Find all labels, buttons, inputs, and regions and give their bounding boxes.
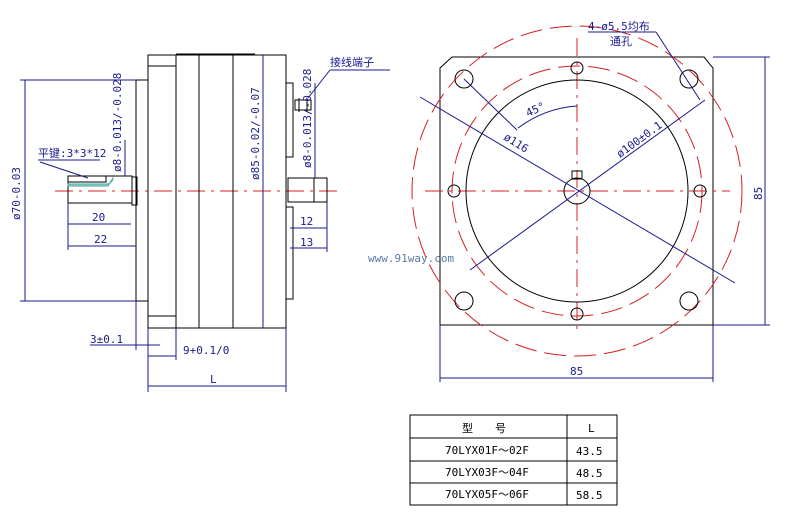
watermark: www.91way.com — [368, 252, 454, 265]
width-label: 85 — [570, 365, 583, 378]
mount-hole — [679, 69, 699, 89]
table-border — [409, 414, 618, 506]
diameter-line — [469, 99, 706, 271]
pilot-circle — [465, 79, 689, 303]
row-L: 58.5 — [576, 489, 603, 502]
header-L: L — [588, 422, 595, 435]
terminal-label: 接线端子 — [330, 55, 374, 69]
side-view: 接线端子 平键:3*3*12 ø70-0.03 ø8-0.013/-0.028 … — [10, 53, 390, 392]
mount-hole — [679, 291, 699, 311]
screw — [570, 61, 584, 75]
dia116-label: ø116 — [501, 131, 530, 156]
key-label: 平键:3*3*12 — [38, 146, 106, 160]
row-model: 70LYX05F～06F — [445, 488, 529, 501]
bolt-circle — [451, 65, 703, 317]
screw — [693, 184, 707, 198]
dia100-label: ø100±0.1 — [614, 119, 665, 161]
left-shaft — [67, 175, 133, 204]
shaft-circle — [563, 177, 591, 205]
leader-line — [39, 161, 89, 179]
leader-line — [655, 31, 701, 101]
shaft-shoulder — [131, 176, 138, 206]
leader-line — [307, 69, 331, 99]
mount-holes — [454, 69, 699, 311]
mount-hole — [454, 69, 474, 89]
dia70-label: ø70-0.03 — [10, 167, 23, 220]
dim-12: 12 — [300, 215, 313, 228]
screws — [447, 61, 707, 321]
model-table: 型 号 L 70LYX01F～02F 43.5 70LYX03F～04F 48.… — [409, 414, 618, 506]
dia8-left-label: ø8-0.013/-0.028 — [111, 73, 124, 172]
rear-cap — [285, 206, 294, 300]
height-label: 85 — [752, 187, 765, 200]
dim-3: 3±0.1 — [90, 333, 123, 346]
diameter-line — [419, 96, 736, 284]
dim-22: 22 — [94, 233, 107, 246]
flat-key — [67, 175, 107, 183]
angle-arc — [517, 105, 578, 129]
motor-body — [147, 54, 287, 329]
screw — [570, 307, 584, 321]
header-model: 型 号 — [462, 421, 506, 435]
dim-L: L — [210, 373, 217, 386]
dia85-label: ø85-0.02/-0.07 — [249, 87, 262, 180]
dia8-right-label: ø8-0.013/-0.028 — [301, 69, 314, 168]
keyway-hatch — [67, 176, 114, 187]
outer-reference-circle — [411, 25, 743, 357]
dim-13: 13 — [300, 236, 313, 249]
terminal-icon — [294, 99, 312, 111]
dim-9: 9+0.1/0 — [183, 344, 229, 357]
mount-hole — [454, 291, 474, 311]
front-view: 4-ø5.5均布 通孔 45° ø116 ø100±0.1 85 85 — [411, 20, 770, 382]
rear-cap — [285, 82, 294, 158]
shaft-key — [571, 170, 583, 180]
angle-leader — [463, 78, 518, 131]
row-L: 48.5 — [576, 467, 603, 480]
right-shaft — [287, 177, 328, 203]
angle-label: 45° — [524, 100, 548, 120]
row-model: 70LYX01F～02F — [445, 444, 529, 457]
screw — [447, 184, 461, 198]
holes-label: 4-ø5.5均布 — [588, 20, 650, 33]
row-model: 70LYX03F～04F — [445, 466, 529, 479]
dim-20: 20 — [92, 211, 105, 224]
row-L: 43.5 — [576, 445, 603, 458]
holes-sub-label: 通孔 — [610, 35, 632, 48]
